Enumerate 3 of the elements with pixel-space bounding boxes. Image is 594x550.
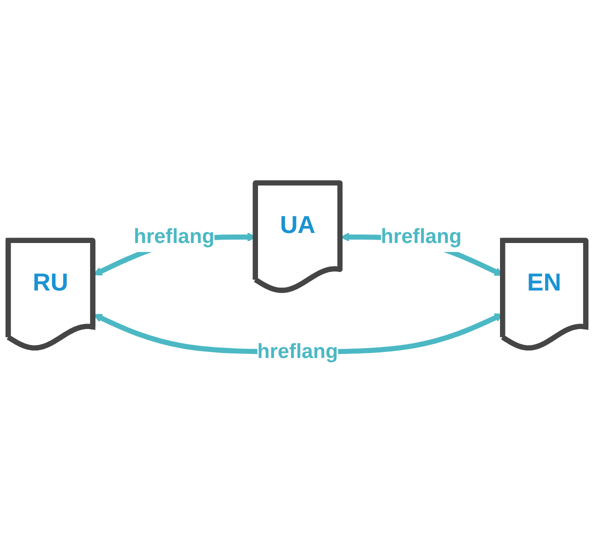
edge-label: hreflang — [257, 340, 338, 363]
edge-label: hreflang — [134, 225, 214, 248]
edge-label: hreflang — [380, 225, 462, 248]
